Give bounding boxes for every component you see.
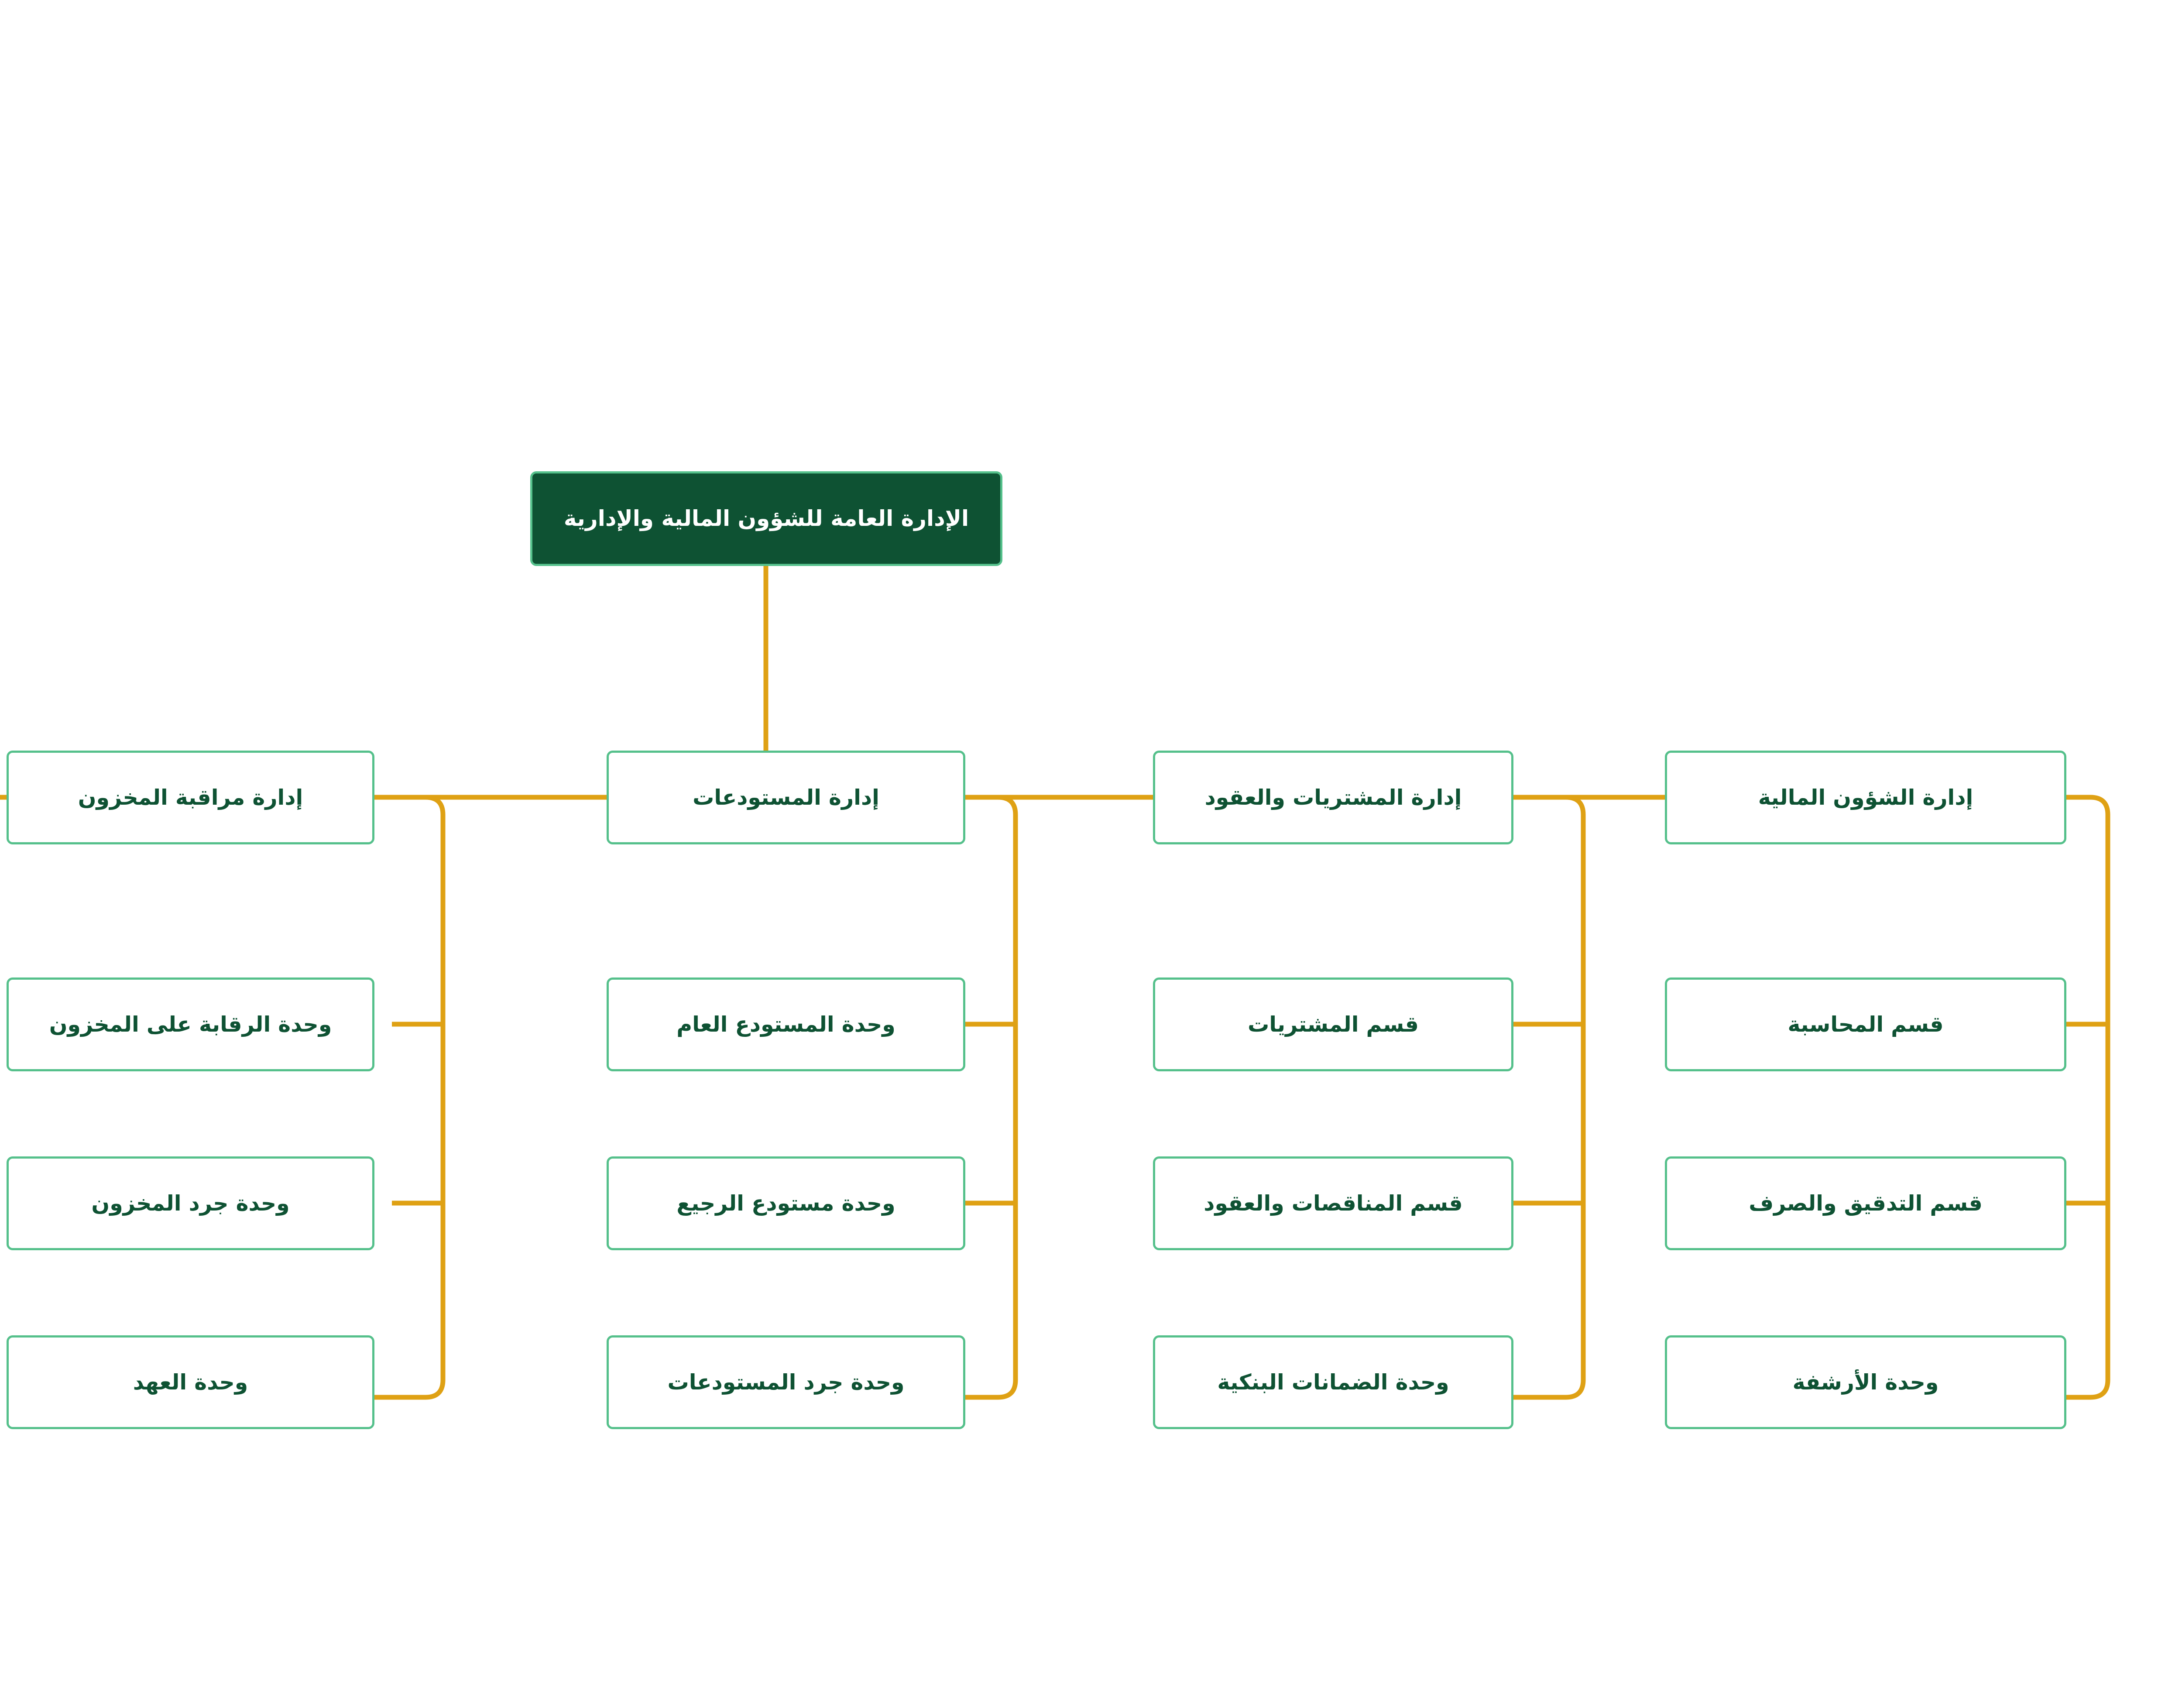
- node-stock-count-label: وحدة جرد المخزون: [91, 1190, 290, 1216]
- node-archiving[interactable]: وحدة الأرشفة: [1665, 1335, 2066, 1429]
- node-financial-affairs-label: إدارة الشؤون المالية: [1758, 785, 1973, 810]
- node-inventory-control-label: إدارة مراقبة المخزون: [78, 785, 303, 810]
- node-scrap-warehouse[interactable]: وحدة مستودع الرجيع: [607, 1156, 965, 1250]
- node-audit-disbursement[interactable]: قسم التدقيق والصرف: [1665, 1156, 2066, 1250]
- node-archiving-label: وحدة الأرشفة: [1792, 1369, 1939, 1395]
- node-warehouse-count[interactable]: وحدة جرد المستودعات: [607, 1335, 965, 1429]
- node-financial-affairs[interactable]: إدارة الشؤون المالية: [1665, 751, 2066, 844]
- node-audit-disbursement-label: قسم التدقيق والصرف: [1749, 1190, 1983, 1216]
- node-custody[interactable]: وحدة العهد: [7, 1335, 374, 1429]
- node-scrap-warehouse-label: وحدة مستودع الرجيع: [676, 1190, 895, 1216]
- node-purchasing-label: قسم المشتريات: [1248, 1012, 1419, 1037]
- node-inventory-control[interactable]: إدارة مراقبة المخزون: [7, 751, 374, 844]
- node-tenders-contracts[interactable]: قسم المناقصات والعقود: [1153, 1156, 1513, 1250]
- node-warehouses-label: إدارة المستودعات: [693, 785, 879, 810]
- node-bank-guarantees[interactable]: وحدة الضمانات البنكية: [1153, 1335, 1513, 1429]
- node-stock-count[interactable]: وحدة جرد المخزون: [7, 1156, 374, 1250]
- connector-inventory-trunk: [374, 795, 446, 1400]
- node-procurement-contracts[interactable]: إدارة المشتريات والعقود: [1153, 751, 1513, 844]
- connector-financial-trunk: [2066, 795, 2110, 1400]
- node-warehouses[interactable]: إدارة المستودعات: [607, 751, 965, 844]
- node-bank-guarantees-label: وحدة الضمانات البنكية: [1217, 1369, 1449, 1395]
- node-general-warehouse-label: وحدة المستودع العام: [676, 1012, 895, 1037]
- node-root-label: الإدارة العامة للشؤون المالية والإدارية: [563, 506, 969, 532]
- node-purchasing[interactable]: قسم المشتريات: [1153, 977, 1513, 1071]
- node-procurement-contracts-label: إدارة المشتريات والعقود: [1204, 785, 1462, 810]
- connector-warehouses-trunk: [965, 795, 1018, 1400]
- node-root[interactable]: الإدارة العامة للشؤون المالية والإدارية: [530, 471, 1002, 566]
- node-accounting[interactable]: قسم المحاسبة: [1665, 977, 2066, 1071]
- node-general-warehouse[interactable]: وحدة المستودع العام: [607, 977, 965, 1071]
- node-stock-supervision-label: وحدة الرقابة على المخزون: [49, 1012, 332, 1037]
- node-custody-label: وحدة العهد: [133, 1369, 248, 1395]
- connector-procurement-trunk: [1513, 795, 1586, 1400]
- node-accounting-label: قسم المحاسبة: [1787, 1012, 1944, 1037]
- node-stock-supervision[interactable]: وحدة الرقابة على المخزون: [7, 977, 374, 1071]
- node-warehouse-count-label: وحدة جرد المستودعات: [667, 1369, 905, 1395]
- node-tenders-contracts-label: قسم المناقصات والعقود: [1204, 1190, 1463, 1216]
